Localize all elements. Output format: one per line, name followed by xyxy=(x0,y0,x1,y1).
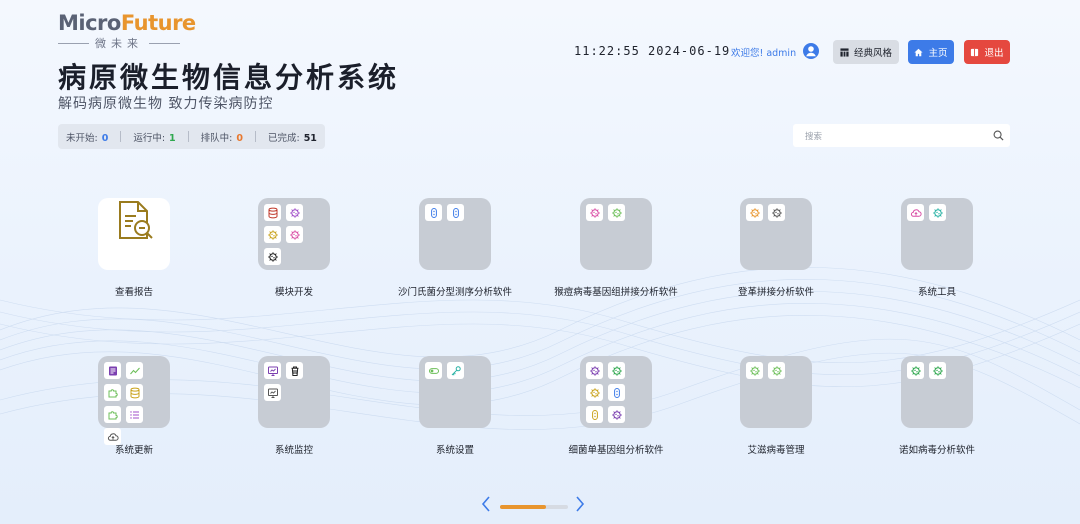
book-icon xyxy=(971,48,979,56)
app-dengue-assembly[interactable]: 登革拼接分析软件 xyxy=(701,198,851,316)
app-label: 细菌单基因组分析软件 xyxy=(568,445,664,456)
app-tile[interactable] xyxy=(740,356,812,428)
status-not-started: 未开始:0 xyxy=(66,132,109,144)
home-icon xyxy=(914,48,924,56)
app-label: 诺如病毒分析软件 xyxy=(898,445,975,456)
app-tile[interactable] xyxy=(98,198,170,270)
app-norovirus-analysis[interactable]: 诺如病毒分析软件 xyxy=(862,356,1012,474)
app-tile[interactable] xyxy=(580,356,652,428)
clock: 11:22:55 2024-06-19 xyxy=(574,44,731,58)
virus-icon xyxy=(746,204,763,221)
app-label: 艾滋病毒管理 xyxy=(747,445,805,456)
virus-icon xyxy=(768,204,785,221)
app-label: 查看报告 xyxy=(114,287,153,298)
virus-icon xyxy=(929,204,946,221)
virus-icon xyxy=(929,362,946,379)
status-running: 运行中:1 xyxy=(133,132,176,144)
app-view-report[interactable]: 查看报告 xyxy=(59,198,209,316)
virus-icon xyxy=(264,226,281,243)
chart-icon xyxy=(126,362,143,379)
app-label: 系统工具 xyxy=(917,287,956,298)
app-monkeypox-assembly[interactable]: 猴痘病毒基因组拼接分析软件 xyxy=(541,198,691,316)
virus-icon xyxy=(586,204,603,221)
search-icon[interactable] xyxy=(993,130,1004,141)
logo: MicroFuture 微未来 xyxy=(58,10,196,51)
app-system-update[interactable]: 系统更新 xyxy=(59,356,209,474)
app-tile[interactable] xyxy=(740,198,812,270)
list-icon xyxy=(126,406,143,423)
virus-icon xyxy=(608,362,625,379)
virus-icon xyxy=(907,362,924,379)
task-status-bar: 未开始:0 运行中:1 排队中:0 已完成:51 xyxy=(58,124,325,149)
database-icon xyxy=(126,384,143,401)
app-system-settings[interactable]: 系统设置 xyxy=(380,356,530,474)
app-label: 系统设置 xyxy=(435,445,474,456)
logo-text-micro: Micro xyxy=(58,11,121,35)
search-input[interactable] xyxy=(793,129,987,142)
app-tile[interactable] xyxy=(258,356,330,428)
app-system-tools[interactable]: 系统工具 xyxy=(862,198,1012,316)
app-label: 系统更新 xyxy=(114,445,153,456)
prev-page-arrow-icon[interactable] xyxy=(480,495,492,517)
bacteria-icon xyxy=(447,204,464,221)
key-icon xyxy=(447,362,464,379)
page-subtitle: 解码病原微生物 致力传染病防控 xyxy=(58,96,274,112)
virus-icon xyxy=(586,384,603,401)
app-salmonella-typing[interactable]: 沙门氏菌分型测序分析软件 xyxy=(380,198,530,316)
database-icon xyxy=(264,204,281,221)
virus-icon xyxy=(286,226,303,243)
home-button[interactable]: 主页 xyxy=(908,40,954,64)
app-label: 登革拼接分析软件 xyxy=(737,287,814,298)
app-label: 沙门氏菌分型测序分析软件 xyxy=(397,287,512,298)
page-indicator xyxy=(500,505,568,509)
app-tile[interactable] xyxy=(580,198,652,270)
app-label: 猴痘病毒基因组拼接分析软件 xyxy=(554,287,678,298)
table-icon xyxy=(840,47,849,57)
virus-icon xyxy=(286,204,303,221)
next-page-arrow-icon[interactable] xyxy=(574,495,586,517)
app-label: 系统监控 xyxy=(274,445,313,456)
app-tile[interactable] xyxy=(419,198,491,270)
puzzle-icon xyxy=(104,406,121,423)
status-queued: 排队中:0 xyxy=(200,132,243,144)
virus-icon xyxy=(608,204,625,221)
app-tile[interactable] xyxy=(98,356,170,445)
app-tile[interactable] xyxy=(901,356,973,428)
user-avatar-icon[interactable] xyxy=(803,43,819,59)
app-system-monitor[interactable]: 系统监控 xyxy=(219,356,369,474)
toggle-icon xyxy=(425,362,442,379)
classic-style-button[interactable]: 经典风格 xyxy=(833,40,899,64)
app-bacteria-genome[interactable]: 细菌单基因组分析软件 xyxy=(541,356,691,474)
puzzle-icon xyxy=(104,384,121,401)
bacteria-icon xyxy=(586,406,603,423)
virus-icon xyxy=(264,248,281,265)
status-completed: 已完成:51 xyxy=(267,132,317,144)
trash-icon xyxy=(286,362,303,379)
cloud-icon xyxy=(907,204,924,221)
logout-button[interactable]: 退出 xyxy=(964,40,1010,64)
virus-icon xyxy=(586,362,603,379)
logo-subtitle: 微未来 xyxy=(95,37,143,50)
virus-icon xyxy=(746,362,763,379)
cloud-icon xyxy=(104,428,121,445)
server-icon xyxy=(104,362,121,379)
report-icon xyxy=(119,201,153,239)
app-module-dev[interactable]: 模块开发 xyxy=(219,198,369,316)
app-label: 模块开发 xyxy=(274,287,313,298)
monitor-icon xyxy=(264,384,281,401)
welcome-text: 欢迎您! admin xyxy=(731,48,797,59)
bacteria-icon xyxy=(608,384,625,401)
app-tile[interactable] xyxy=(901,198,973,270)
monitor-icon xyxy=(264,362,281,379)
virus-icon xyxy=(608,406,625,423)
page-title: 病原微生物信息分析系统 xyxy=(58,61,400,94)
search-box xyxy=(793,124,1010,147)
bacteria-icon xyxy=(425,204,442,221)
logo-text-future: Future xyxy=(120,11,196,35)
app-hiv-management[interactable]: 艾滋病毒管理 xyxy=(701,356,851,474)
app-tile[interactable] xyxy=(258,198,330,270)
virus-icon xyxy=(768,362,785,379)
app-tile[interactable] xyxy=(419,356,491,428)
